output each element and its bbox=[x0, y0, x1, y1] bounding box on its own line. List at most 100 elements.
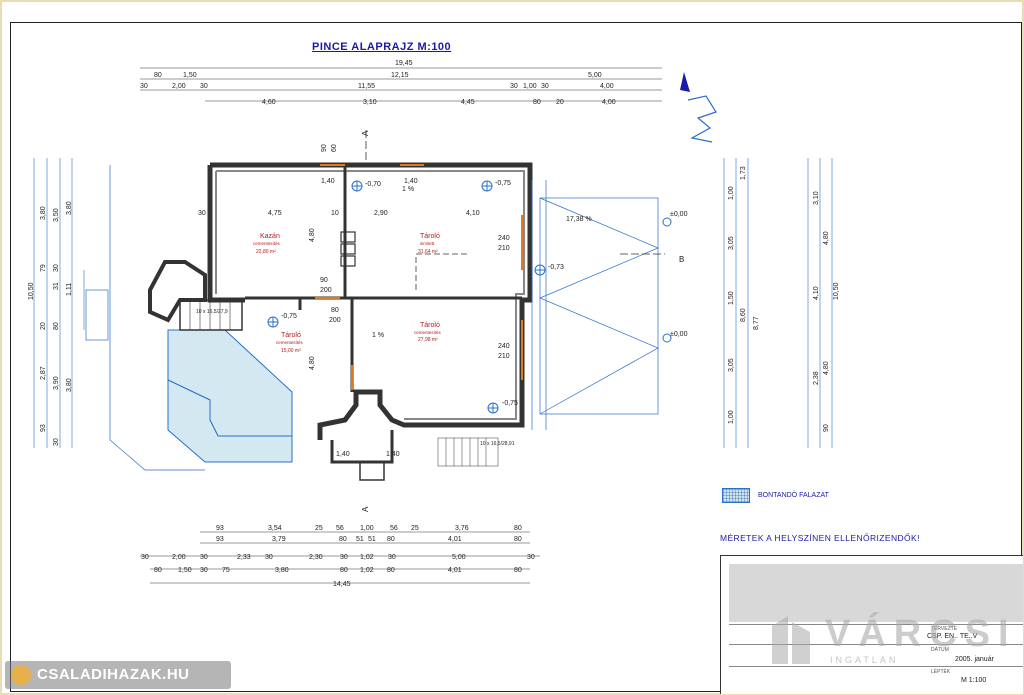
outer-terrace-line bbox=[85, 165, 205, 471]
dim-bot-r2-5: 80 bbox=[387, 536, 395, 543]
stair-label-0: 10 x 16,5/27,9 bbox=[196, 309, 228, 315]
dim-bot-r4-0: 80 bbox=[154, 567, 162, 574]
room-3-area: 15,00 m² bbox=[281, 348, 301, 354]
varcsi-logo-icon bbox=[772, 616, 810, 664]
dim-top-r2-2: 30 bbox=[200, 83, 208, 90]
dim-right-c1-0: 1,00 bbox=[728, 186, 735, 200]
section-mark-a-top: A bbox=[361, 130, 370, 136]
dim-right-c1-2: 3,05 bbox=[728, 236, 735, 250]
dim-bot-r2-6: 4,01 bbox=[448, 536, 462, 543]
room-2-name: Tároló bbox=[420, 233, 440, 240]
dim-int-1: 10 bbox=[331, 210, 339, 217]
dim-left-11: 2,87 bbox=[40, 366, 47, 380]
dim-int-15: 240 bbox=[498, 343, 510, 350]
level-0: -0,70 bbox=[365, 181, 381, 188]
dim-bot-r3-3: 2,33 bbox=[237, 554, 251, 561]
dim-top-r3-4: 20 bbox=[556, 99, 564, 106]
date-value: 2005. január bbox=[955, 656, 994, 663]
dim-top-r3-2: 4,45 bbox=[461, 99, 475, 106]
room-1-desc: cementesítés bbox=[253, 241, 281, 246]
house-icon bbox=[11, 665, 31, 685]
dim-int-20: 1,40 bbox=[386, 451, 400, 458]
drawing-border bbox=[10, 22, 1022, 692]
dim-bot-r2-4: 51 bbox=[368, 536, 376, 543]
drawing-title: PINCE ALAPRAJZ M:100 bbox=[312, 41, 452, 53]
level-1: -0,75 bbox=[495, 180, 511, 187]
dim-bot-r4-6: 1,02 bbox=[360, 567, 374, 574]
date-label: DÁTUM bbox=[931, 647, 949, 653]
dim-bot-r1-1: 3,54 bbox=[268, 525, 282, 532]
dim-top-r1-2: 12,15 bbox=[391, 72, 409, 79]
dim-left-7: 1,11 bbox=[66, 283, 73, 296]
dim-int-0: 4,75 bbox=[268, 210, 282, 217]
exterior-walls-inner bbox=[215, 170, 525, 420]
dim-bot-r1-7: 3,76 bbox=[455, 525, 469, 532]
dim-bot-r3-10: 30 bbox=[527, 554, 535, 561]
dim-left-1: 3,80 bbox=[40, 206, 47, 220]
dim-top-r1-3: 5,00 bbox=[588, 72, 602, 79]
entrance-porch bbox=[330, 430, 394, 481]
room-4-name: Tároló bbox=[420, 322, 440, 329]
dim-bot-r1-0: 93 bbox=[216, 525, 224, 532]
dim-top-r2-7: 4,00 bbox=[600, 83, 614, 90]
dim-left-13: 30 bbox=[53, 438, 60, 446]
site-brand[interactable]: CSALADIHAZAK.HU bbox=[5, 661, 231, 689]
room-1-area: 22,80 m² bbox=[256, 249, 276, 255]
dim-bot-r3-8: 30 bbox=[388, 554, 396, 561]
title-block-row bbox=[729, 666, 1023, 667]
dim-left-4: 79 bbox=[40, 264, 47, 272]
brand-name: CSALADIHAZAK.HU bbox=[37, 666, 190, 683]
project-name: CSP. EN.. TE..V bbox=[927, 633, 978, 640]
dim-bot-r4-8: 4,01 bbox=[448, 567, 462, 574]
dim-bot-r4-1: 1,50 bbox=[178, 567, 192, 574]
dim-int-7: 90 bbox=[321, 144, 328, 152]
openings bbox=[315, 164, 523, 390]
dim-int-6: 1,40 bbox=[404, 178, 418, 185]
legend-label: BONTANDÓ FALAZAT bbox=[758, 492, 829, 499]
dim-top-overall: 19,45 bbox=[395, 60, 413, 67]
dim-bot-r4-4: 3,80 bbox=[275, 567, 289, 574]
demolished-walls bbox=[167, 329, 293, 463]
dim-bot-r4-9: 80 bbox=[514, 567, 522, 574]
dim-int-17: 4,80 bbox=[309, 228, 316, 242]
dim-bot-r3-5: 2,30 bbox=[309, 554, 323, 561]
corner-bay bbox=[148, 260, 207, 323]
dim-int-19: 1,40 bbox=[336, 451, 350, 458]
dim-int-14: 210 bbox=[498, 245, 510, 252]
dim-int-4: 30 bbox=[198, 210, 206, 217]
dim-right-c1-4: 3,05 bbox=[728, 358, 735, 372]
dim-right-c1-5: 1,00 bbox=[728, 410, 735, 424]
north-arrow-icon bbox=[680, 72, 717, 143]
dim-int-2: 2,90 bbox=[374, 210, 388, 217]
scale-value: M 1:100 bbox=[961, 677, 987, 684]
dimension-warning: MÉRETEK A HELYSZÍNEN ELLENŐRIZENDŐK! bbox=[720, 533, 920, 543]
watermark-name: VÁRCSI bbox=[825, 613, 1017, 655]
room-3-name: Tároló bbox=[281, 332, 301, 339]
designer-label: TERVEZTE bbox=[931, 626, 958, 632]
dim-bot-r3-2: 30 bbox=[200, 554, 208, 561]
dim-top-r3-1: 3,10 bbox=[363, 99, 377, 106]
dim-int-8: 60 bbox=[331, 144, 338, 152]
dim-bot-r4-7: 80 bbox=[387, 567, 395, 574]
dim-right-c2-6: 10,50 bbox=[833, 282, 840, 300]
dim-top-r3-3: 80 bbox=[533, 99, 541, 106]
dim-left-6: 31 bbox=[53, 282, 60, 290]
dim-right-c1-6: 8,77 bbox=[753, 316, 760, 330]
legend-swatch bbox=[722, 488, 750, 503]
stair-label-1: 10 x 16,5/28,91 bbox=[480, 441, 515, 447]
dim-bot-r2-1: 3,79 bbox=[272, 536, 286, 543]
slope-2: 17,38 % bbox=[566, 216, 592, 223]
dim-right-c2-5: 4,80 bbox=[823, 361, 830, 375]
dim-bot-r4-3: 75 bbox=[222, 567, 230, 574]
title-block-row bbox=[729, 644, 1023, 645]
dim-bot-r2-2: 80 bbox=[339, 536, 347, 543]
dim-top-r2-6: 30 bbox=[541, 83, 549, 90]
dim-bot-r1-3: 56 bbox=[336, 525, 344, 532]
dim-int-18: 4,80 bbox=[309, 356, 316, 370]
dim-left-8: 80 bbox=[53, 322, 60, 330]
dim-top-r2-0: 30 bbox=[140, 83, 148, 90]
dim-int-11: 80 bbox=[331, 307, 339, 314]
stair-bottom bbox=[437, 437, 499, 467]
level-4: -0,75 bbox=[502, 400, 518, 407]
dim-bot-r3-0: 30 bbox=[141, 554, 149, 561]
